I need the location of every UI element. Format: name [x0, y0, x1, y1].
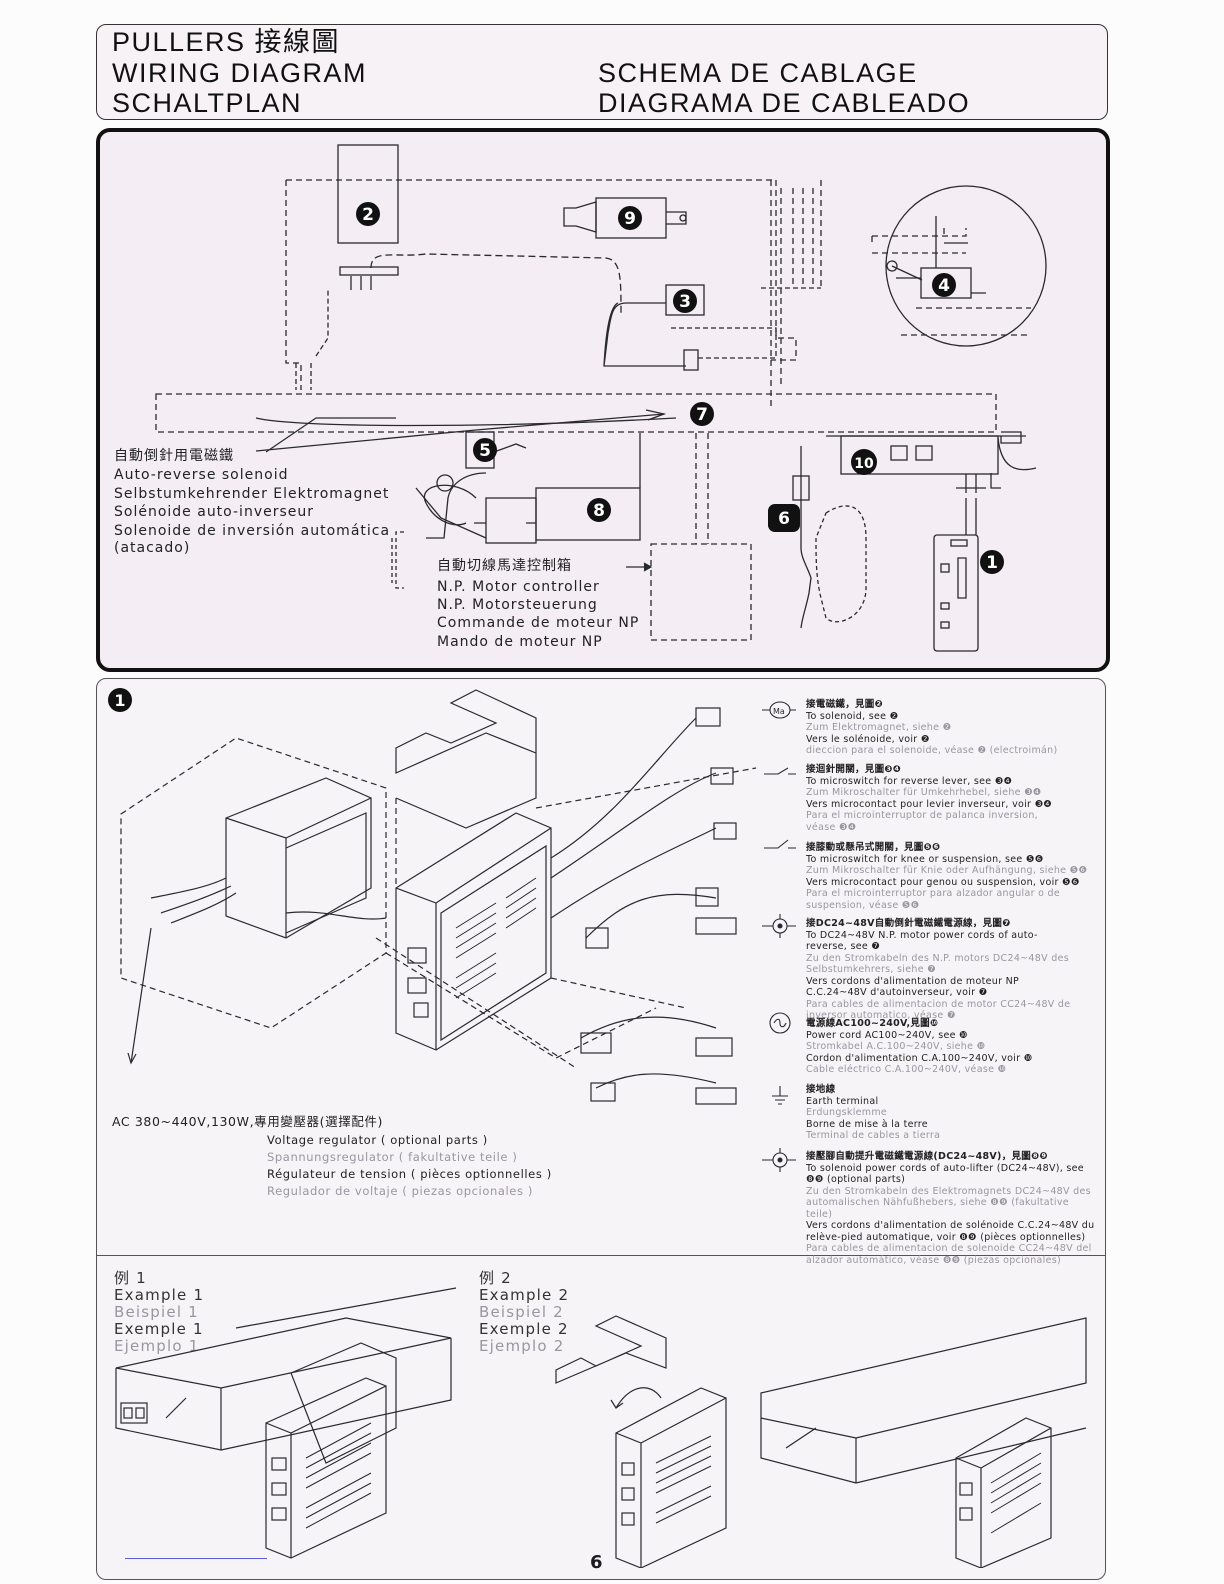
legend-item-auto-reverse-power: 接DC24~48V自動倒針電磁鐵電源線，見圖❼ To DC24~48V N.P.…	[806, 918, 1071, 1021]
title-schaltplan: SCHALTPLAN	[112, 88, 303, 118]
example-3-controller	[955, 1417, 1052, 1568]
legend-symbols: Ma	[762, 701, 796, 1172]
part-badge-4: 4	[932, 273, 956, 297]
svg-text:3: 3	[679, 292, 691, 312]
legend-item-auto-lifter: 接壓腳自動提升電磁鐵電源線(DC24~48V)，見圖❽❾ To solenoid…	[806, 1151, 1095, 1266]
example-1-bracket	[290, 1342, 397, 1464]
part-9	[595, 197, 667, 239]
example-1-controller	[265, 1377, 387, 1559]
title-diagrama-de-cableado: DIAGRAMA DE CABLEADO	[598, 88, 971, 118]
part-badge-5: 5	[473, 438, 497, 462]
np-motor-controller	[395, 812, 552, 1051]
microswitch-part-3	[665, 284, 705, 316]
voltage-label-en: Voltage regulator ( optional parts )	[267, 1133, 488, 1147]
part-badge-8: 8	[587, 498, 611, 522]
example-1-table	[115, 1317, 452, 1389]
mounting-bracket	[395, 689, 537, 829]
wiring-diagram-drawing: 2 9 3 4 7 5 8 10 6 1	[155, 144, 1047, 652]
mounting-examples-drawing	[115, 1287, 1087, 1568]
example-2-controller	[615, 1387, 727, 1568]
voltage-label-es: Regulador de voltaje ( piezas opcionales…	[267, 1184, 533, 1198]
solenoid-label-es2: (atacado)	[114, 540, 191, 556]
part-4	[920, 267, 972, 299]
solenoid-label-es: Solenoide de inversión automática	[114, 523, 391, 539]
part-badge-7: 7	[690, 402, 714, 426]
title-schema-de-cablage: SCHEMA DE CABLAGE	[598, 58, 918, 88]
wiring-diagram-panel	[96, 128, 1110, 672]
section-divider	[96, 1255, 1106, 1256]
svg-text:8: 8	[593, 501, 605, 521]
svg-text:2: 2	[362, 205, 374, 225]
solenoid-part-2	[337, 144, 399, 244]
controller-label-en: N.P. Motor controller	[437, 579, 600, 595]
controller-label-de: N.P. Motorsteuerung	[437, 597, 598, 613]
transformer-outline	[120, 737, 387, 1029]
legend-item-solenoid: 接電磁鐵，見圖❷ To solenoid, see ❷ Zum Elektrom…	[806, 699, 1058, 756]
solenoid-label-en: Auto-reverse solenoid	[114, 467, 289, 483]
solenoid-label-fr: Solénoide auto-inverseur	[114, 504, 315, 520]
svg-text:6: 6	[778, 509, 790, 529]
legend-item-reverse-lever: 接迴針開關，見圖❸❹ To microswitch for reverse le…	[806, 764, 1053, 833]
controller-label-fr: Commande de moteur NP	[437, 615, 640, 631]
controller-label-es: Mando de moteur NP	[437, 634, 603, 650]
voltage-label-cn: AC 380~440V,130W,專用變壓器(選擇配件)	[112, 1114, 383, 1129]
controller-detail-panel	[96, 678, 1106, 1580]
solenoid-label-de: Selbstumkehrender Elektromagnet	[114, 486, 390, 502]
example-1-labels: 例 1 Example 1 Beispiel 1 Exemple 1 Ejemp…	[114, 1269, 205, 1355]
footer-rule	[125, 1558, 267, 1559]
svg-text:10: 10	[854, 456, 874, 472]
controller-exploded-drawing: 1	[108, 688, 796, 1172]
voltage-regulator	[225, 777, 372, 939]
page-number: 6	[590, 1552, 603, 1573]
part-badge-9: 9	[618, 206, 642, 230]
example-3-table	[760, 1317, 1087, 1439]
svg-text:5: 5	[479, 441, 491, 461]
part-badge-6: 6	[768, 504, 800, 532]
machine-arm-outline	[286, 179, 797, 361]
controller-label-cn: 自動切線馬達控制箱	[437, 558, 572, 574]
solenoid-part-8	[535, 487, 641, 541]
title-banner	[96, 24, 1108, 120]
reverse-lever-detail-circle	[885, 185, 1047, 347]
np-motor-controller-box	[650, 543, 752, 641]
part-badge-3: 3	[673, 289, 697, 313]
svg-text:7: 7	[696, 405, 708, 425]
example-2-bracket	[555, 1315, 667, 1384]
svg-text:4: 4	[938, 276, 950, 296]
example-2-labels: 例 2 Example 2 Beispiel 2 Exemple 2 Ejemp…	[479, 1269, 570, 1355]
solenoid-label-cn: 自動倒針用電磁鐵	[114, 448, 234, 464]
voltage-label-fr: Régulateur de tension ( pièces optionnel…	[267, 1167, 552, 1181]
legend-item-knee-switch: 接膝動或懸吊式開關，見圖❺❻ To microswitch for knee o…	[806, 842, 1088, 911]
knee-switch-part-6	[792, 475, 810, 501]
svg-text:9: 9	[624, 209, 636, 229]
part-badge-10: 10	[851, 449, 877, 475]
section-badge-1: 1	[108, 688, 132, 712]
motor-controller-part-1	[933, 534, 979, 652]
svg-text:1: 1	[114, 691, 125, 710]
svg-text:1: 1	[986, 553, 998, 573]
legend-item-earth-terminal: 接地線 Earth terminal Erdungsklemme Borne d…	[806, 1084, 941, 1141]
legend-item-power-cord: 電源線AC100~240V,見圖❿ Power cord AC100~240V,…	[806, 1018, 1033, 1075]
part-badge-2: 2	[356, 202, 380, 226]
part-badge-1: 1	[980, 550, 1004, 574]
machine-bed-outline	[155, 393, 997, 433]
example-2-arrow	[615, 1387, 662, 1409]
title-wiring-diagram: WIRING DIAGRAM	[112, 58, 367, 88]
svg-text:Ma: Ma	[773, 707, 785, 716]
connector-solenoid	[695, 707, 721, 727]
voltage-label-de: Spannungsregulator ( fakultative teile )	[267, 1150, 518, 1164]
title-pullers: PULLERS 接線圖	[112, 27, 341, 57]
